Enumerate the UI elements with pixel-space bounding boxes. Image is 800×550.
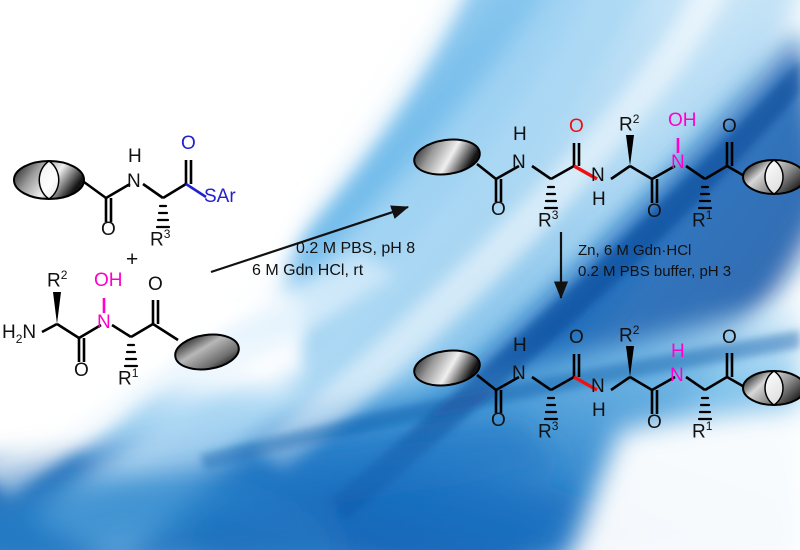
thioester-r3-label: R3 xyxy=(150,227,170,251)
product1-nh2-h-label: H xyxy=(592,189,606,210)
product2-carbonyl-o-1-label: O xyxy=(491,410,506,431)
thioester-sar-label: SAr xyxy=(204,186,236,207)
product2-nh2-h-label: H xyxy=(592,400,606,421)
r1-base: R xyxy=(118,368,132,390)
product1-r1-label: R1 xyxy=(692,208,712,232)
ligation-condition-line-2: 6 M Gdn HCl, rt xyxy=(252,262,364,279)
r1-superscript: 1 xyxy=(705,208,713,222)
thioester-carbonyl-o-left-label: O xyxy=(101,219,116,240)
product2-r1-label: R1 xyxy=(692,419,712,443)
product1-r2-label: R2 xyxy=(619,112,639,136)
h2n-h: H xyxy=(2,322,16,343)
hydroxylamine-r1-label: R1 xyxy=(118,366,138,390)
product2-nh2-n-label: N xyxy=(591,376,605,397)
reduction-condition-line-1: Zn, 6 M Gdn·HCl xyxy=(578,242,692,259)
product1-carbonyl-o-4-label: O xyxy=(722,116,737,137)
hydroxylamine-carbonyl-o-right-label: O xyxy=(148,274,163,295)
reduction-condition-line-2: 0.2 M PBS buffer, pH 3 xyxy=(578,263,732,280)
r2-superscript: 2 xyxy=(632,323,640,337)
r3-base: R xyxy=(538,421,552,443)
product2-nh3-n-label: N xyxy=(670,365,684,386)
r1-superscript: 1 xyxy=(705,419,713,433)
hydroxylamine-n-label: N xyxy=(97,312,111,333)
thioester-amide-n-label: N xyxy=(127,171,141,192)
hydroxylamine-oh-label: OH xyxy=(94,270,123,291)
r1-superscript: 1 xyxy=(131,366,139,380)
product1-carbonyl-o-3-label: O xyxy=(647,201,662,222)
product2-carbonyl-o-2-label: O xyxy=(569,327,584,348)
r2-base: R xyxy=(47,270,61,292)
product1-carbonyl-o-2-label: O xyxy=(569,116,584,137)
product1-carbonyl-o-1-label: O xyxy=(491,199,506,220)
product1-n-hydroxy-label: N xyxy=(671,152,685,173)
r3-superscript: 3 xyxy=(551,419,559,433)
ligation-condition-line-1: 0.2 M PBS, pH 8 xyxy=(296,240,416,257)
product1-oh-label: OH xyxy=(668,110,697,131)
product1-nh2-n-label: N xyxy=(591,165,605,186)
r3-superscript: 3 xyxy=(551,208,559,222)
product1-nh1-h-label: H xyxy=(513,124,527,145)
r3-superscript: 3 xyxy=(163,227,171,241)
product1-r3-label: R3 xyxy=(538,208,558,232)
hydroxylamine-carbonyl-o-left-label: O xyxy=(74,360,89,381)
product2-nh1-n-label: N xyxy=(512,363,526,384)
r1-base: R xyxy=(692,421,706,443)
r2-base: R xyxy=(619,325,633,347)
product2-r2-label: R2 xyxy=(619,323,639,347)
r2-base: R xyxy=(619,114,633,136)
thioester-carbonyl-o-right-label: O xyxy=(181,133,196,154)
amine-h2n-label: H2N xyxy=(2,322,36,346)
h2n-sub: 2 xyxy=(15,331,23,346)
r3-base: R xyxy=(150,229,164,251)
h2n-n: N xyxy=(22,322,37,343)
product1-nh1-n-label: N xyxy=(512,152,526,173)
product2-nh1-h-label: H xyxy=(513,335,527,356)
r2-superscript: 2 xyxy=(60,268,68,282)
product2-r3-label: R3 xyxy=(538,419,558,443)
product2-nh3-h-label: H xyxy=(671,341,685,362)
product2-carbonyl-o-4-label: O xyxy=(722,327,737,348)
product2-carbonyl-o-3-label: O xyxy=(647,412,662,433)
hydroxylamine-r2-label: R2 xyxy=(47,268,67,292)
r2-superscript: 2 xyxy=(632,112,640,126)
r1-base: R xyxy=(692,210,706,232)
thioester-amide-h-label: H xyxy=(128,146,142,167)
r3-base: R xyxy=(538,210,552,232)
plus-sign: + xyxy=(126,248,139,271)
